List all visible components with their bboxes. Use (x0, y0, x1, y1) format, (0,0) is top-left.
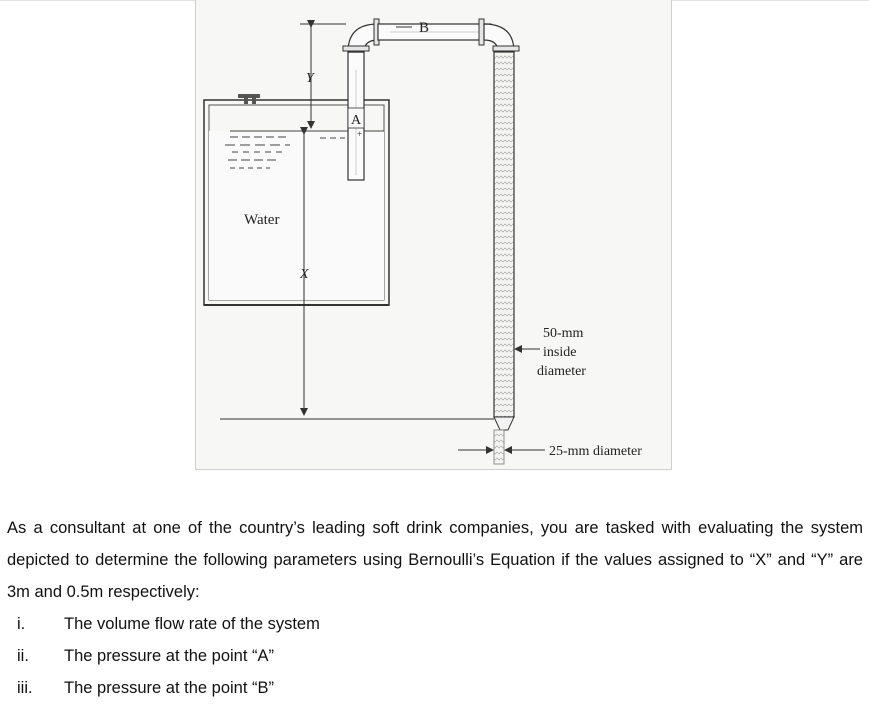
question-item-number: iii. (17, 679, 33, 697)
question-item: ii. The pressure at the point “A” (7, 640, 863, 672)
dimension-x-label: X (299, 267, 309, 282)
point-b-label: B (419, 20, 429, 36)
question-list: i. The volume flow rate of the system ii… (7, 608, 863, 704)
pipe-note-line3: diameter (537, 364, 586, 379)
question-item-text: The pressure at the point “B” (64, 679, 275, 697)
question-item-text: The volume flow rate of the system (64, 615, 320, 633)
outlet-note: 25-mm diameter (549, 444, 642, 459)
dimension-y-label: Y (306, 71, 316, 86)
pipe-note-line1: 50-mm (543, 326, 584, 341)
vent-cap-icon (238, 94, 260, 104)
question-block: As a consultant at one of the country’s … (7, 512, 863, 704)
dimension-y (300, 20, 346, 129)
point-a-marker: + (357, 129, 362, 139)
question-item-number: ii. (17, 647, 29, 665)
dimension-x (220, 127, 494, 420)
point-a-label: A (351, 113, 362, 128)
question-item-text: The pressure at the point “A” (64, 647, 275, 665)
question-item-number: i. (17, 615, 26, 633)
pipe-note-line2: inside (543, 345, 576, 360)
siphon-diagram: B A + Y X Water 50-mm inside diameter 25… (203, 18, 642, 465)
water-label: Water (244, 212, 279, 228)
question-item: iii. The pressure at the point “B” (7, 672, 863, 704)
question-item: i. The volume flow rate of the system (7, 608, 863, 640)
question-intro: As a consultant at one of the country’s … (7, 519, 863, 601)
